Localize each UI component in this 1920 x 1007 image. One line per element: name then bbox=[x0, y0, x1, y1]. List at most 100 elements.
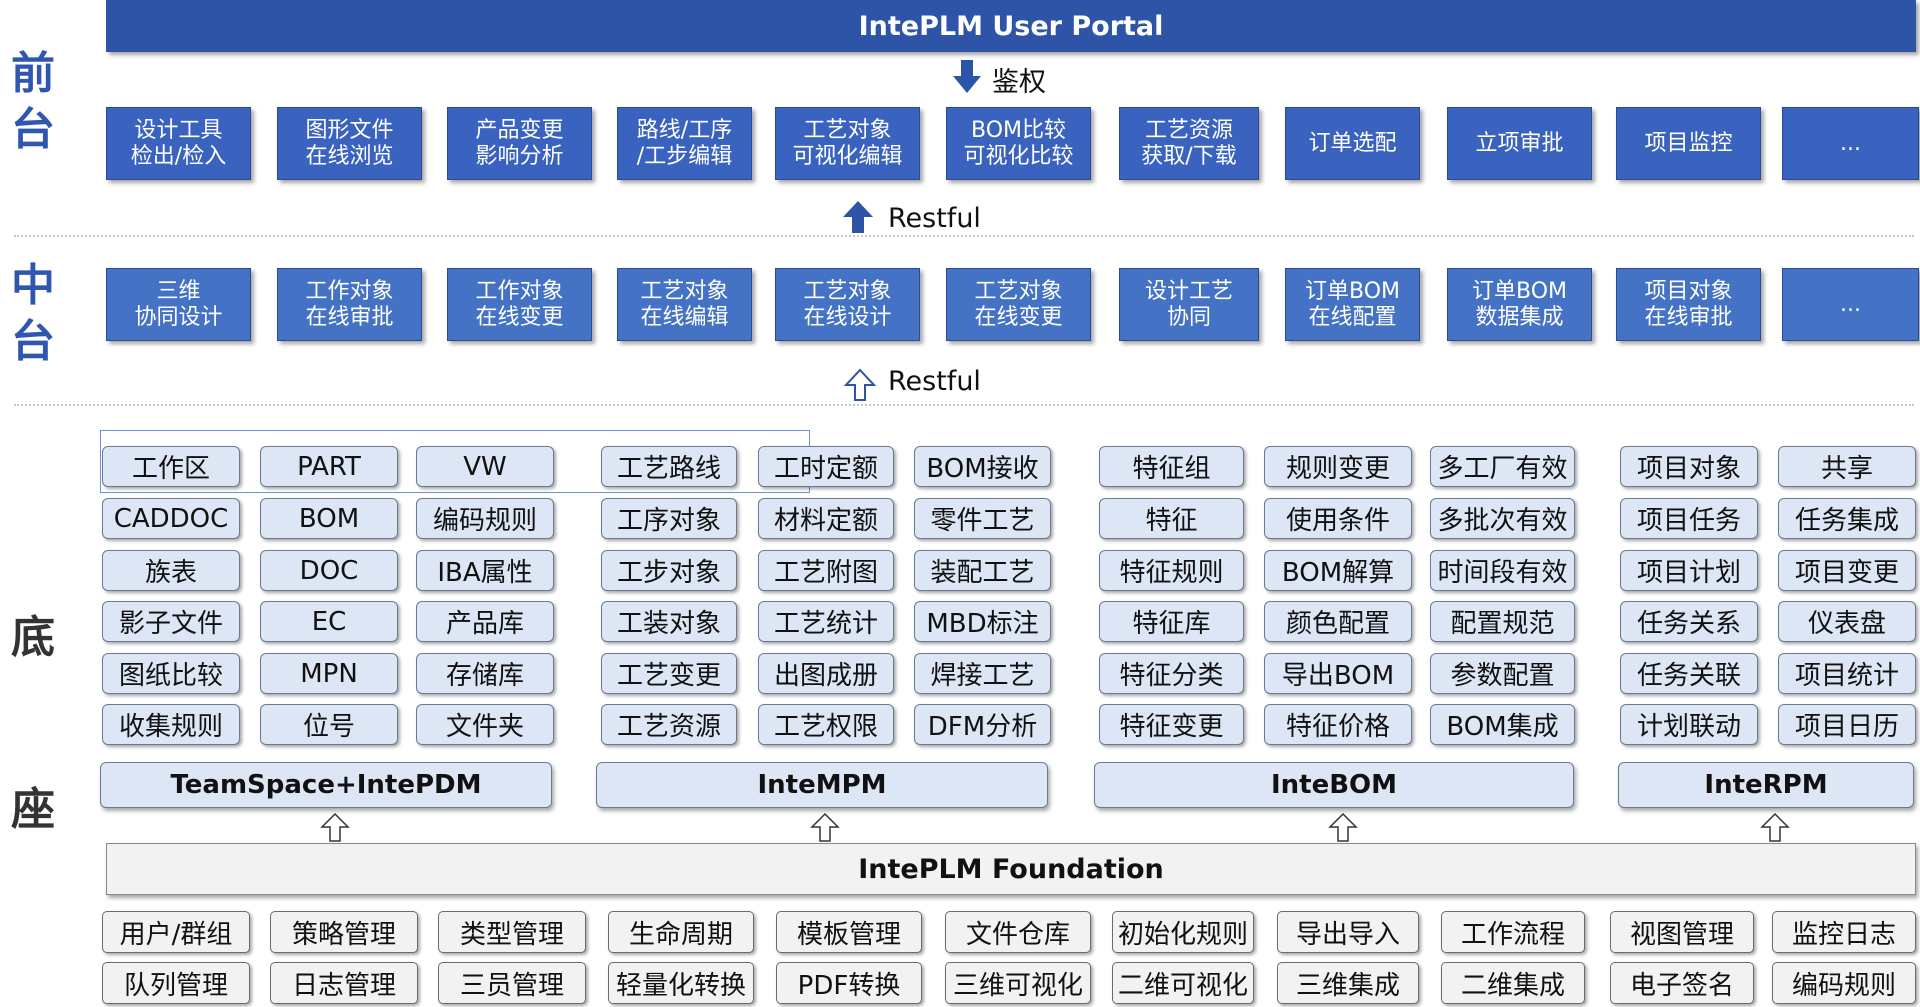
module-cell[interactable]: 共享 bbox=[1778, 446, 1916, 487]
module-cell[interactable]: 多工厂有效 bbox=[1430, 446, 1575, 487]
module-cell[interactable]: 项目对象 bbox=[1620, 446, 1758, 487]
module-cell[interactable]: 工艺权限 bbox=[758, 704, 894, 745]
module-cell[interactable]: 项目统计 bbox=[1778, 653, 1916, 694]
foundation-cell[interactable]: 轻量化转换 bbox=[608, 962, 754, 1004]
module-cell[interactable]: BOM解算 bbox=[1264, 550, 1412, 591]
module-cell[interactable]: 仪表盘 bbox=[1778, 601, 1916, 642]
foundation-cell[interactable]: 三维集成 bbox=[1277, 962, 1419, 1004]
front-item[interactable]: 工艺资源 获取/下载 bbox=[1119, 107, 1259, 180]
module-cell[interactable]: 参数配置 bbox=[1430, 653, 1575, 694]
foundation-cell[interactable]: 二维可视化 bbox=[1112, 962, 1254, 1004]
module-cell[interactable]: 特征组 bbox=[1099, 446, 1244, 487]
foundation-cell[interactable]: 生命周期 bbox=[608, 911, 754, 953]
module-cell[interactable]: BOM集成 bbox=[1430, 704, 1575, 745]
foundation-cell[interactable]: 用户/群组 bbox=[102, 911, 250, 953]
module-cell[interactable]: 文件夹 bbox=[416, 704, 554, 745]
module-cell[interactable]: 任务集成 bbox=[1778, 498, 1916, 539]
module-cell[interactable]: 颜色配置 bbox=[1264, 601, 1412, 642]
middle-item[interactable]: 工艺对象 在线变更 bbox=[946, 268, 1091, 341]
foundation-cell[interactable]: 初始化规则 bbox=[1112, 911, 1254, 953]
foundation-cell[interactable]: PDF转换 bbox=[776, 962, 922, 1004]
module-cell[interactable]: 工步对象 bbox=[601, 550, 737, 591]
middle-item[interactable]: 工艺对象 在线编辑 bbox=[617, 268, 752, 341]
front-item[interactable]: 项目监控 bbox=[1616, 107, 1761, 180]
module-cell[interactable]: 时间段有效 bbox=[1430, 550, 1575, 591]
foundation-cell[interactable]: 队列管理 bbox=[102, 962, 250, 1004]
module-cell[interactable]: 项目变更 bbox=[1778, 550, 1916, 591]
module-cell[interactable]: 零件工艺 bbox=[914, 498, 1051, 539]
module-cell[interactable]: 存储库 bbox=[416, 653, 554, 694]
module-cell[interactable]: 计划联动 bbox=[1620, 704, 1758, 745]
module-cell[interactable]: PART bbox=[260, 446, 398, 487]
module-cell[interactable]: 特征规则 bbox=[1099, 550, 1244, 591]
module-cell[interactable]: DOC bbox=[260, 550, 398, 591]
foundation-cell[interactable]: 类型管理 bbox=[438, 911, 586, 953]
middle-item[interactable]: 订单BOM 在线配置 bbox=[1285, 268, 1420, 341]
front-item[interactable]: 订单选配 bbox=[1285, 107, 1420, 180]
foundation-cell[interactable]: 策略管理 bbox=[270, 911, 418, 953]
foundation-cell[interactable]: 电子签名 bbox=[1610, 962, 1754, 1004]
module-cell[interactable]: 装配工艺 bbox=[914, 550, 1051, 591]
module-cell[interactable]: 规则变更 bbox=[1264, 446, 1412, 487]
module-cell[interactable]: 特征价格 bbox=[1264, 704, 1412, 745]
module-cell[interactable]: 工装对象 bbox=[601, 601, 737, 642]
module-cell[interactable]: 工艺统计 bbox=[758, 601, 894, 642]
module-cell[interactable]: CADDOC bbox=[102, 498, 240, 539]
middle-item[interactable]: 项目对象 在线审批 bbox=[1616, 268, 1761, 341]
front-item[interactable]: 图形文件 在线浏览 bbox=[277, 107, 422, 180]
module-cell[interactable]: 收集规则 bbox=[102, 704, 240, 745]
front-item[interactable]: ... bbox=[1782, 107, 1919, 180]
module-cell[interactable]: 多批次有效 bbox=[1430, 498, 1575, 539]
module-cell[interactable]: 特征 bbox=[1099, 498, 1244, 539]
module-cell[interactable]: 材料定额 bbox=[758, 498, 894, 539]
foundation-cell[interactable]: 模板管理 bbox=[776, 911, 922, 953]
foundation-cell[interactable]: 三维可视化 bbox=[945, 962, 1091, 1004]
module-cell[interactable]: BOM接收 bbox=[914, 446, 1051, 487]
middle-item[interactable]: 工艺对象 在线设计 bbox=[775, 268, 920, 341]
foundation-cell[interactable]: 导出导入 bbox=[1277, 911, 1419, 953]
module-cell[interactable]: 位号 bbox=[260, 704, 398, 745]
front-item[interactable]: 设计工具 检出/检入 bbox=[106, 107, 251, 180]
module-cell[interactable]: MPN bbox=[260, 653, 398, 694]
module-cell[interactable]: 任务关联 bbox=[1620, 653, 1758, 694]
module-cell[interactable]: 特征变更 bbox=[1099, 704, 1244, 745]
module-cell[interactable]: 工艺路线 bbox=[601, 446, 737, 487]
middle-item[interactable]: 工作对象 在线变更 bbox=[447, 268, 592, 341]
module-title[interactable]: InteRPM bbox=[1618, 762, 1914, 808]
foundation-cell[interactable]: 监控日志 bbox=[1772, 911, 1916, 953]
module-cell[interactable]: 项目计划 bbox=[1620, 550, 1758, 591]
module-cell[interactable]: 项目任务 bbox=[1620, 498, 1758, 539]
module-title[interactable]: TeamSpace+IntePDM bbox=[100, 762, 552, 808]
module-cell[interactable]: 图纸比较 bbox=[102, 653, 240, 694]
module-title[interactable]: InteBOM bbox=[1094, 762, 1574, 808]
foundation-cell[interactable]: 编码规则 bbox=[1772, 962, 1916, 1004]
front-item[interactable]: 立项审批 bbox=[1447, 107, 1592, 180]
foundation-cell[interactable]: 三员管理 bbox=[438, 962, 586, 1004]
module-cell[interactable]: 族表 bbox=[102, 550, 240, 591]
module-cell[interactable]: 工时定额 bbox=[758, 446, 894, 487]
module-cell[interactable]: 特征分类 bbox=[1099, 653, 1244, 694]
front-item[interactable]: 路线/工序 /工步编辑 bbox=[617, 107, 752, 180]
module-cell[interactable]: 焊接工艺 bbox=[914, 653, 1051, 694]
foundation-cell[interactable]: 文件仓库 bbox=[945, 911, 1091, 953]
module-cell[interactable]: VW bbox=[416, 446, 554, 487]
middle-item[interactable]: ... bbox=[1782, 268, 1919, 341]
module-title[interactable]: InteMPM bbox=[596, 762, 1048, 808]
module-cell[interactable]: 导出BOM bbox=[1264, 653, 1412, 694]
module-cell[interactable]: 工序对象 bbox=[601, 498, 737, 539]
module-cell[interactable]: 出图成册 bbox=[758, 653, 894, 694]
middle-item[interactable]: 三维 协同设计 bbox=[106, 268, 251, 341]
middle-item[interactable]: 订单BOM 数据集成 bbox=[1447, 268, 1592, 341]
module-cell[interactable]: 特征库 bbox=[1099, 601, 1244, 642]
module-cell[interactable]: 工艺变更 bbox=[601, 653, 737, 694]
middle-item[interactable]: 设计工艺 协同 bbox=[1119, 268, 1259, 341]
module-cell[interactable]: 任务关系 bbox=[1620, 601, 1758, 642]
module-cell[interactable]: 工艺资源 bbox=[601, 704, 737, 745]
middle-item[interactable]: 工作对象 在线审批 bbox=[277, 268, 422, 341]
foundation-cell[interactable]: 二维集成 bbox=[1441, 962, 1585, 1004]
module-cell[interactable]: 影子文件 bbox=[102, 601, 240, 642]
foundation-cell[interactable]: 工作流程 bbox=[1441, 911, 1585, 953]
front-item[interactable]: 产品变更 影响分析 bbox=[447, 107, 592, 180]
module-cell[interactable]: 工作区 bbox=[102, 446, 240, 487]
module-cell[interactable]: 产品库 bbox=[416, 601, 554, 642]
